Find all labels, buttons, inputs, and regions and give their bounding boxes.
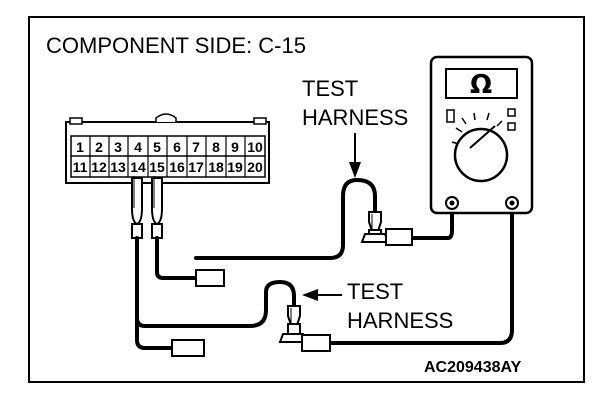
pin-label-7: 7 [192,139,200,155]
pin-label-13: 13 [110,159,126,175]
plug-upper-left [195,269,225,287]
pin-label-8: 8 [212,139,220,155]
pin-label-4: 4 [134,139,142,155]
test-harness-upper-clip [360,211,413,246]
figure-code: AC209438AY [424,359,522,376]
pin-label-3: 3 [114,139,122,155]
pin-label-17: 17 [188,159,204,175]
wire-pin14-branch [135,280,296,328]
plug-lower-left [171,339,205,357]
wire-pin15-to-plug [155,236,198,280]
wire-pin14-main [135,236,174,350]
diagram-title: COMPONENT SIDE: C-15 [46,33,306,58]
probe-pin-14 [131,176,143,239]
meter-switch-right-bottom [507,122,516,131]
test-harness-lower-line2: HARNESS [347,308,453,333]
connector-c15: 1 2 3 4 5 6 7 8 9 10 11 12 13 14 15 16 1… [65,113,270,184]
wire-lower-harness-to-meter [328,206,514,345]
pin-label-6: 6 [173,139,181,155]
pin-label-20: 20 [247,159,263,175]
multimeter: Ω [429,55,534,215]
arrow-lower-harness [302,289,342,301]
pin-label-15: 15 [149,159,165,175]
pin-label-19: 19 [227,159,243,175]
wire-upper-harness-to-meter [410,206,454,240]
wire-upper-harness-loop [194,178,377,260]
meter-switch-right-top [507,108,516,117]
pin-label-10: 10 [247,139,263,155]
test-harness-upper-line1: TEST [302,76,358,101]
meter-display [445,68,518,99]
meter-switch-left [446,109,455,123]
pin-label-16: 16 [169,159,185,175]
ohm-symbol-icon: Ω [470,70,492,100]
pin-label-14: 14 [130,159,146,175]
arrow-upper-harness [349,133,361,178]
pin-label-5: 5 [153,139,161,155]
pin-label-1: 1 [76,139,84,155]
pin-label-11: 11 [73,159,88,175]
pin-label-12: 12 [91,159,107,175]
test-harness-upper-line2: HARNESS [302,105,408,130]
probe-pin-15 [151,176,163,239]
test-harness-lower-line1: TEST [347,279,403,304]
pin-label-9: 9 [231,139,239,155]
pin-label-18: 18 [208,159,224,175]
meter-rotary-dial [453,127,509,183]
test-harness-lower-clip [278,305,331,352]
pin-label-2: 2 [95,139,103,155]
